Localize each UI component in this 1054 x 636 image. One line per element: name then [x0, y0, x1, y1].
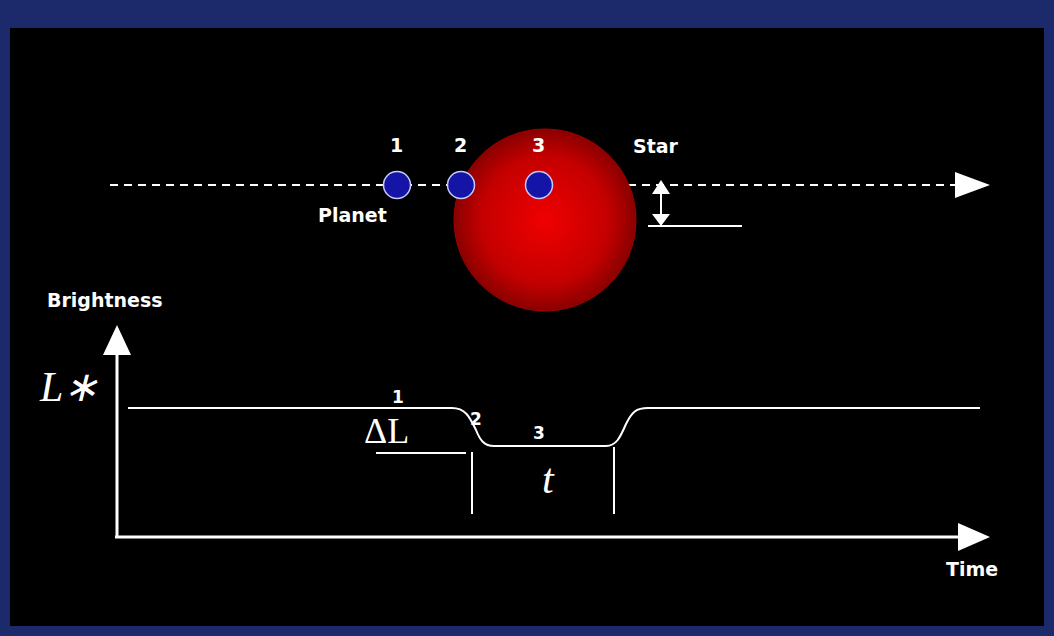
duration-symbol: t: [542, 458, 554, 500]
planet-disc: [446, 170, 476, 200]
callout-number: 3: [532, 136, 545, 155]
outline: [384, 172, 411, 199]
axis-title: Time: [946, 560, 998, 579]
star-disc: [453, 128, 637, 312]
light-curve: [128, 408, 980, 446]
outline: [448, 172, 475, 199]
duration-tick: [471, 452, 473, 514]
callout-number: 2: [454, 136, 467, 155]
outline: [454, 129, 636, 311]
planet-label: Planet: [318, 206, 387, 225]
orbit-arrowhead: [955, 172, 990, 198]
offset-arrowhead: [652, 180, 670, 194]
offset-line: [648, 225, 742, 227]
planet-disc: [382, 170, 412, 200]
depth-symbol: ΔL: [364, 413, 409, 449]
star-label: Star: [633, 137, 678, 156]
callout-number: 2: [470, 411, 482, 428]
axis-arrowhead: [958, 523, 990, 551]
callout-number: 1: [392, 389, 404, 406]
y-axis: [116, 350, 119, 537]
axis-arrowhead: [103, 325, 131, 355]
axis-title: Brightness: [47, 291, 163, 310]
planet-disc: [524, 170, 554, 200]
callout-number: 3: [533, 425, 545, 442]
outline: [526, 172, 553, 199]
star-node: Star: [453, 128, 637, 312]
planet-node: 2: [446, 170, 476, 200]
planet-node: 3: [524, 170, 554, 200]
offset-arrowhead: [652, 214, 670, 226]
luminosity-symbol: L∗: [40, 366, 98, 408]
depth-line: [376, 452, 466, 454]
x-axis: [115, 536, 962, 539]
callout-number: 1: [390, 136, 403, 155]
planet-node: 1Planet: [382, 170, 412, 200]
duration-tick: [613, 447, 615, 514]
